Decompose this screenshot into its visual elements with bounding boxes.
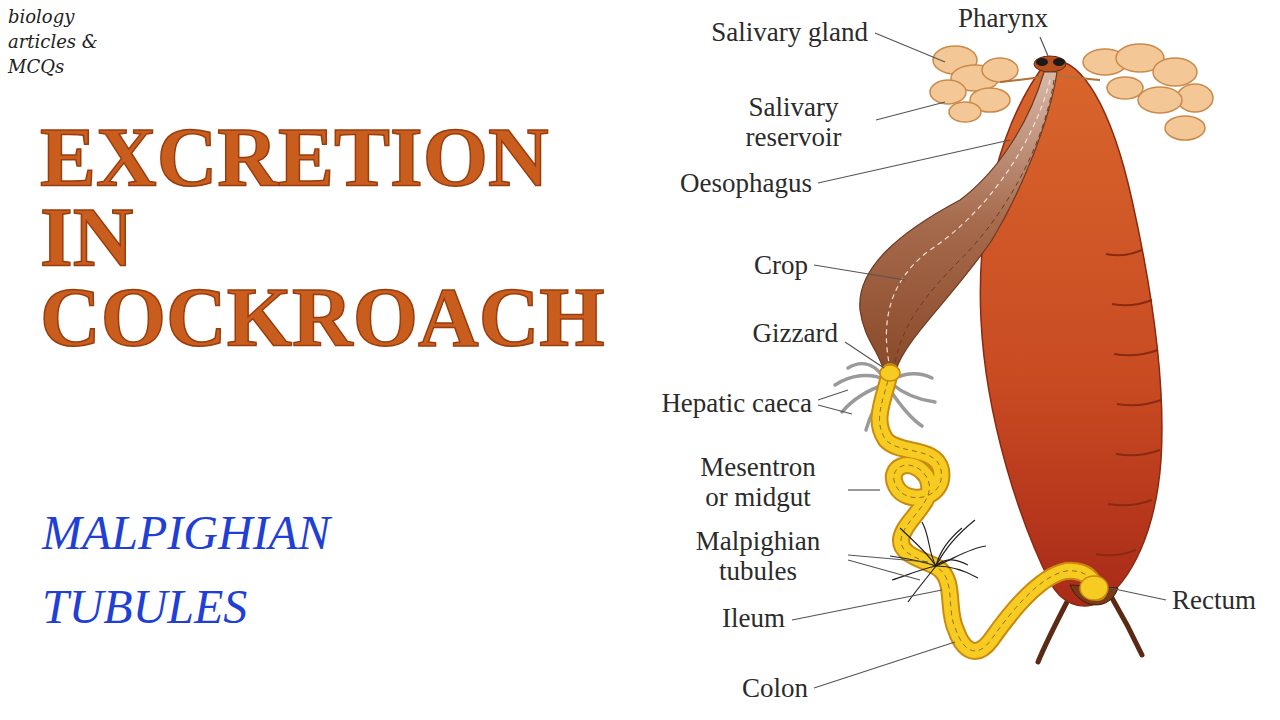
crop-dash [894,80,1054,368]
part-label: Salivary reservoir [726,92,861,152]
part-label: Rectum [1172,585,1256,615]
crop-dash [886,80,1050,368]
crop [860,72,1057,372]
part-label: Pharynx [958,3,1048,33]
part-label: Hepatic caeca [661,388,812,418]
gut-outline [879,372,1098,651]
eye [1053,58,1065,66]
part-label: Ileum [722,603,785,633]
part-label: Gizzard [753,318,838,348]
part-label: Crop [754,250,808,280]
leader-lines [792,33,1166,688]
part-label: Colon [742,673,808,703]
head [1034,56,1066,72]
watermark: biology articles & MCQs [8,4,123,79]
part-label: Mesentron or midgut [693,452,823,512]
gut-dash [879,372,1098,651]
malpighian-tubules [890,520,986,602]
rectum [1080,576,1108,600]
cercus [1038,600,1068,662]
title: EXCRETION IN COCKROACH [40,118,690,358]
part-label: Salivary gland [711,17,868,47]
part-label: Oesophagus [680,168,812,198]
caption: MALPIGHIAN TUBULES [42,496,402,644]
salivary-gland-left [930,46,1018,122]
body [980,60,1162,606]
part-label: Malpighian tubules [688,526,828,586]
eye [1036,58,1048,66]
gut [879,372,1098,651]
body-segments [1096,250,1161,555]
cercus [1112,598,1142,655]
salivary-gland-right [1083,44,1213,140]
